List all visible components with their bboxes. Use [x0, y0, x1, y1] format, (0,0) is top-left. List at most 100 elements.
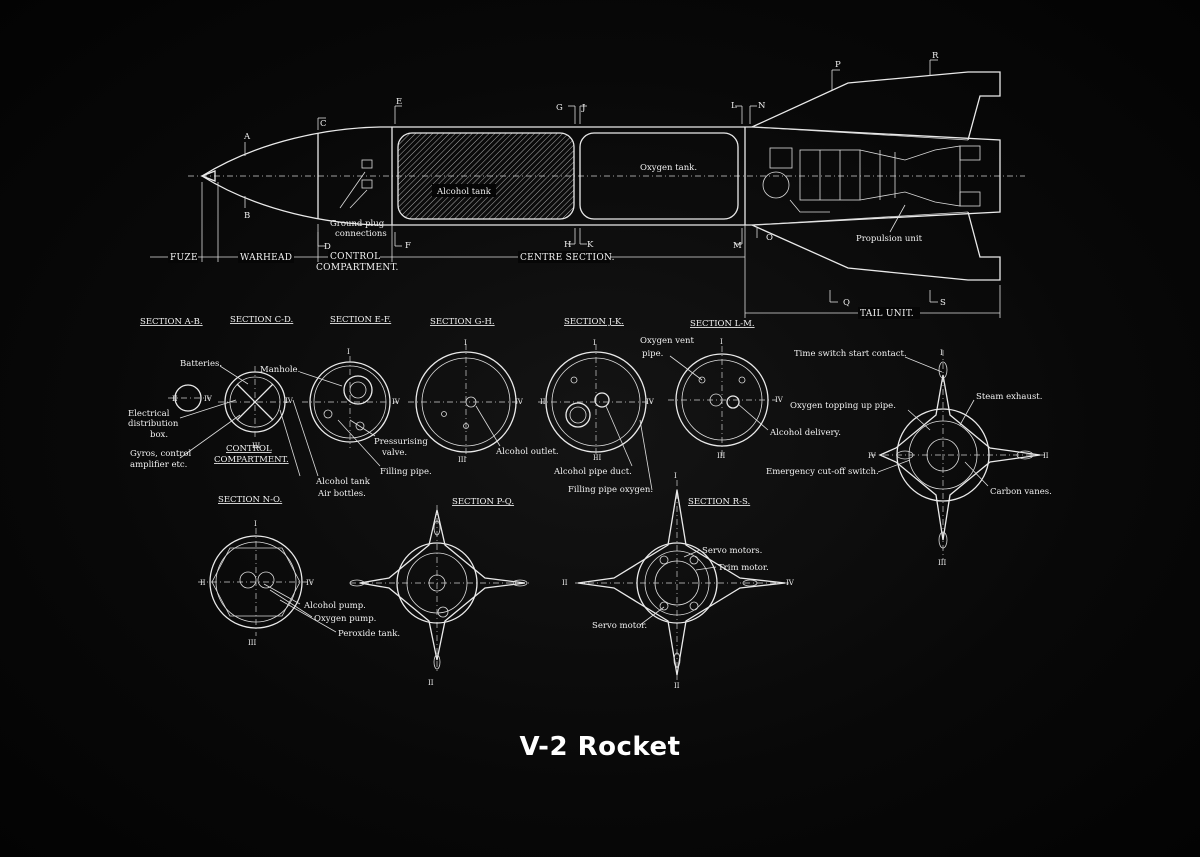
section-cd-drawing — [218, 366, 292, 438]
numeral: II — [1043, 452, 1049, 460]
propulsion-unit-label: Propulsion unit — [856, 234, 923, 244]
numeral: II — [428, 679, 434, 687]
section-jk-drawing — [538, 344, 654, 458]
section-lm-heading: SECTION L-M. — [690, 319, 755, 329]
numeral: IV — [306, 579, 315, 587]
letter-M: M — [733, 241, 742, 251]
section-cd-heading: SECTION C-D. — [230, 315, 293, 325]
gyros-label-1: Gyros, control — [130, 449, 191, 459]
alcohol-delivery-label: Alcohol delivery. — [769, 428, 841, 438]
batteries-label: Batteries. — [180, 359, 222, 369]
manhole-label: Manhole. — [260, 365, 300, 375]
alcohol-tank-label-2: Alcohol tank — [315, 477, 371, 487]
fuze-label: FUZE — [170, 253, 198, 263]
ground-plug-label-2: connections — [335, 229, 387, 239]
side-view-labels: Alcohol tank Oxygen tank. Ground plug co… — [330, 163, 923, 244]
numeral: I — [940, 349, 943, 357]
servo-motors-label: Servo motors. — [702, 546, 762, 556]
gyros-label-2: amplifier etc. — [130, 460, 187, 470]
letter-H: H — [564, 240, 571, 250]
numeral: I — [593, 339, 596, 347]
air-bottles-label: Air bottles. — [317, 489, 366, 499]
numeral: IV — [646, 398, 655, 406]
poster-title: V-2 Rocket — [519, 732, 681, 762]
letter-E: E — [396, 97, 402, 107]
section-rs-heading: SECTION R-S. — [688, 497, 750, 507]
letter-A: A — [243, 132, 251, 142]
control-label: CONTROL — [330, 252, 380, 262]
numeral: I — [674, 472, 677, 480]
letter-Q: Q — [843, 298, 850, 308]
pressurising-label-2: valve. — [381, 448, 407, 458]
section-rs-drawing — [575, 480, 790, 680]
letter-N: N — [758, 101, 766, 111]
numeral: III — [938, 559, 947, 567]
oxygen-vent-label-2: pipe. — [642, 349, 663, 359]
numeral: I — [464, 339, 467, 347]
section-ef-drawing — [302, 356, 398, 448]
rocket-side-view — [150, 59, 1025, 318]
time-switch-label: Time switch start contact. — [794, 349, 907, 359]
numeral: I — [347, 348, 350, 356]
numeral: IV — [204, 395, 213, 403]
section-gh-heading: SECTION G-H. — [430, 317, 495, 327]
control-compartment-label-1: CONTROL — [226, 444, 272, 454]
numeral: II — [674, 682, 680, 690]
letter-L: L — [731, 101, 737, 111]
compartment-label: COMPARTMENT. — [316, 263, 399, 273]
numeral: III — [717, 452, 726, 460]
numeral: IV — [515, 398, 524, 406]
numeral: IV — [392, 398, 401, 406]
letter-P: P — [835, 60, 841, 70]
trim-motor-label: Trim motor. — [718, 563, 769, 573]
control-compartment-label-2: COMPARTMENT. — [214, 455, 289, 465]
alcohol-tank-label: Alcohol tank — [436, 187, 492, 197]
emergency-cutoff-label: Emergency cut-off switch. — [766, 467, 879, 477]
letter-O: O — [766, 233, 773, 243]
oxygen-pump-label: Oxygen pump. — [314, 614, 376, 624]
numeral: II — [562, 579, 568, 587]
oxygen-vent-label-1: Oxygen vent — [640, 336, 695, 346]
section-letter-labels: A B C D E F G H J K L M N O P Q R S — [243, 51, 946, 308]
numeral: I — [720, 338, 723, 346]
numeral: III — [252, 442, 261, 450]
section-no-heading: SECTION N-O. — [218, 495, 282, 505]
numeral: III — [458, 456, 467, 464]
warhead-label: WARHEAD — [240, 253, 292, 263]
section-tail-drawing — [870, 350, 1045, 560]
alcohol-outlet-label: Alcohol outlet. — [495, 447, 559, 457]
section-headings: SECTION A-B. SECTION C-D. SECTION E-F. S… — [140, 315, 755, 507]
section-lm-drawing — [668, 346, 776, 456]
centre-section-label: CENTRE SECTION. — [520, 253, 615, 263]
filling-pipe-oxygen-label: Filling pipe oxygen. — [568, 485, 653, 495]
electrical-label-1: Electrical — [128, 409, 170, 419]
servo-motor-label: Servo motor. — [592, 621, 647, 631]
letter-B: B — [244, 211, 250, 221]
numeral: III — [593, 454, 602, 462]
letter-D: D — [324, 242, 331, 252]
carbon-vanes-label: Carbon vanes. — [990, 487, 1052, 497]
section-gh-drawing — [408, 344, 524, 458]
numeral: IV — [868, 452, 877, 460]
section-ab-heading: SECTION A-B. — [140, 317, 203, 327]
letter-F: F — [405, 241, 411, 251]
letter-G: G — [556, 103, 563, 113]
oxygen-tank-label: Oxygen tank. — [640, 163, 697, 173]
ground-plug-label-1: Ground plug — [330, 219, 385, 229]
numeral: III — [248, 639, 257, 647]
letter-J: J — [581, 103, 586, 113]
alcohol-pump-label: Alcohol pump. — [303, 601, 366, 611]
numeral: II — [172, 395, 178, 403]
section-pq-heading: SECTION P-Q. — [452, 497, 514, 507]
peroxide-tank-label: Peroxide tank. — [338, 629, 400, 639]
letter-C: C — [320, 119, 327, 129]
steam-exhaust-label: Steam exhaust. — [976, 392, 1042, 402]
section-pq-drawing — [349, 505, 530, 672]
numeral: II — [200, 579, 206, 587]
tail-unit-label: TAIL UNIT. — [860, 309, 914, 319]
letter-S: S — [940, 298, 946, 308]
section-no-drawing — [198, 528, 314, 636]
numeral: IV — [786, 579, 795, 587]
